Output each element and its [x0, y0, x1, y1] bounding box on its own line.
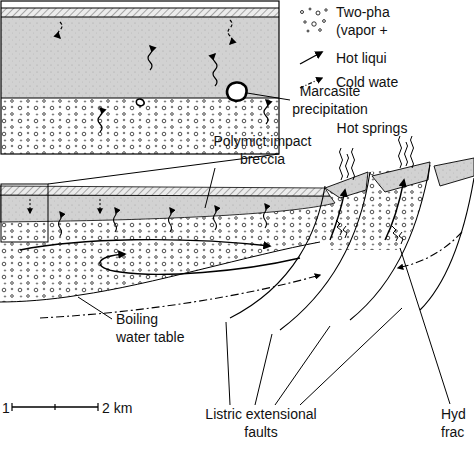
legend-text: Cold wate [336, 73, 416, 91]
leader-line [205, 168, 215, 208]
vapor-bubble [319, 29, 322, 32]
marcasite-grain [227, 82, 247, 100]
cold-water-arrow [398, 232, 462, 268]
wavy-arrow [213, 54, 217, 86]
annotation-label: Hyd frac [441, 405, 474, 441]
wavy-arrow [214, 206, 217, 230]
hot-spring-plume [411, 136, 414, 168]
hot-spring-plume [352, 148, 355, 180]
wavy-arrow [58, 22, 62, 38]
hydraulic-fracture [399, 232, 403, 244]
inset-locator [1, 184, 48, 242]
vapor-bubble [307, 30, 309, 32]
vapor-bubble [316, 11, 320, 15]
leader-line [400, 248, 450, 404]
leader-line [247, 93, 290, 100]
breccia-layer [0, 195, 335, 222]
wavy-arrow [264, 100, 268, 124]
vapor-bubble [312, 22, 316, 26]
legend-symbol-bubbles [301, 8, 328, 32]
vapor-bubble [304, 21, 306, 23]
inset-background [1, 1, 279, 154]
hot-liquid-arrow [385, 180, 404, 240]
vapor-bubble [323, 20, 326, 23]
hot-liquid-arrow [20, 240, 270, 250]
legend-text: Hot liqui [336, 49, 416, 67]
annotation-label: Listric extensional faults [196, 405, 326, 441]
leader-line [78, 297, 112, 319]
legend-text: Two-pha (vapor + [336, 3, 416, 39]
listric-fault [230, 186, 325, 318]
legend-entry: Hot liqui [336, 49, 416, 67]
annotation-label: 2 km [102, 399, 146, 417]
leader-line [255, 334, 272, 405]
listric-fault [420, 178, 474, 310]
vapor-bubble [309, 8, 311, 10]
marcasite-grain [136, 99, 144, 106]
cold-water-arrow [40, 275, 320, 318]
hatched-layer [1, 8, 279, 17]
hydraulic-fracture [343, 226, 347, 238]
wavy-arrow [98, 108, 102, 132]
cold-water-arrow [100, 199, 101, 213]
wavy-arrow [264, 204, 267, 228]
listric-fault [280, 172, 370, 330]
cold-water-arrow [30, 199, 31, 213]
annotation-label: Hot springs [326, 119, 418, 137]
hatched-layer [0, 186, 330, 196]
scale-tick [97, 403, 98, 411]
wavy-arrow [148, 46, 152, 70]
wavy-arrow [169, 208, 172, 232]
wavy-arrow [59, 212, 62, 236]
boiling-water-table [0, 242, 320, 302]
scale-tick [54, 404, 55, 410]
legend-entry: Cold wate [336, 73, 416, 91]
fault-block [325, 172, 368, 198]
layer-boundary [1, 17, 279, 18]
vapor-bubble [325, 9, 327, 11]
leader-line [300, 308, 402, 405]
annotation-label: 1 [2, 399, 22, 417]
leader-line [226, 322, 230, 405]
hot-spring-plume [405, 142, 408, 166]
scale-tick [11, 403, 12, 411]
leader-line [275, 326, 330, 405]
inset-frame [1, 1, 279, 154]
vapor-bubble [301, 11, 304, 14]
wavy-arrow [114, 208, 117, 232]
annotation-label: Polymict impact breccia [200, 132, 325, 168]
hot-liquid-arrow [330, 190, 345, 240]
legend-symbol-hot-arrow [300, 52, 322, 64]
fault-block [434, 158, 474, 186]
listric-fault [350, 165, 430, 320]
hot-spring-plume [340, 148, 343, 180]
hydraulic-fracture [392, 226, 398, 241]
legend-entry: Two-pha (vapor + [336, 3, 416, 39]
hot-liquid-arrow [100, 254, 300, 274]
hot-spring-plume [399, 136, 402, 168]
hot-spring-plume [346, 154, 349, 178]
wavy-arrow [228, 20, 232, 44]
layer-boundary [1, 8, 279, 9]
annotation-label: Boiling water table [116, 310, 194, 346]
